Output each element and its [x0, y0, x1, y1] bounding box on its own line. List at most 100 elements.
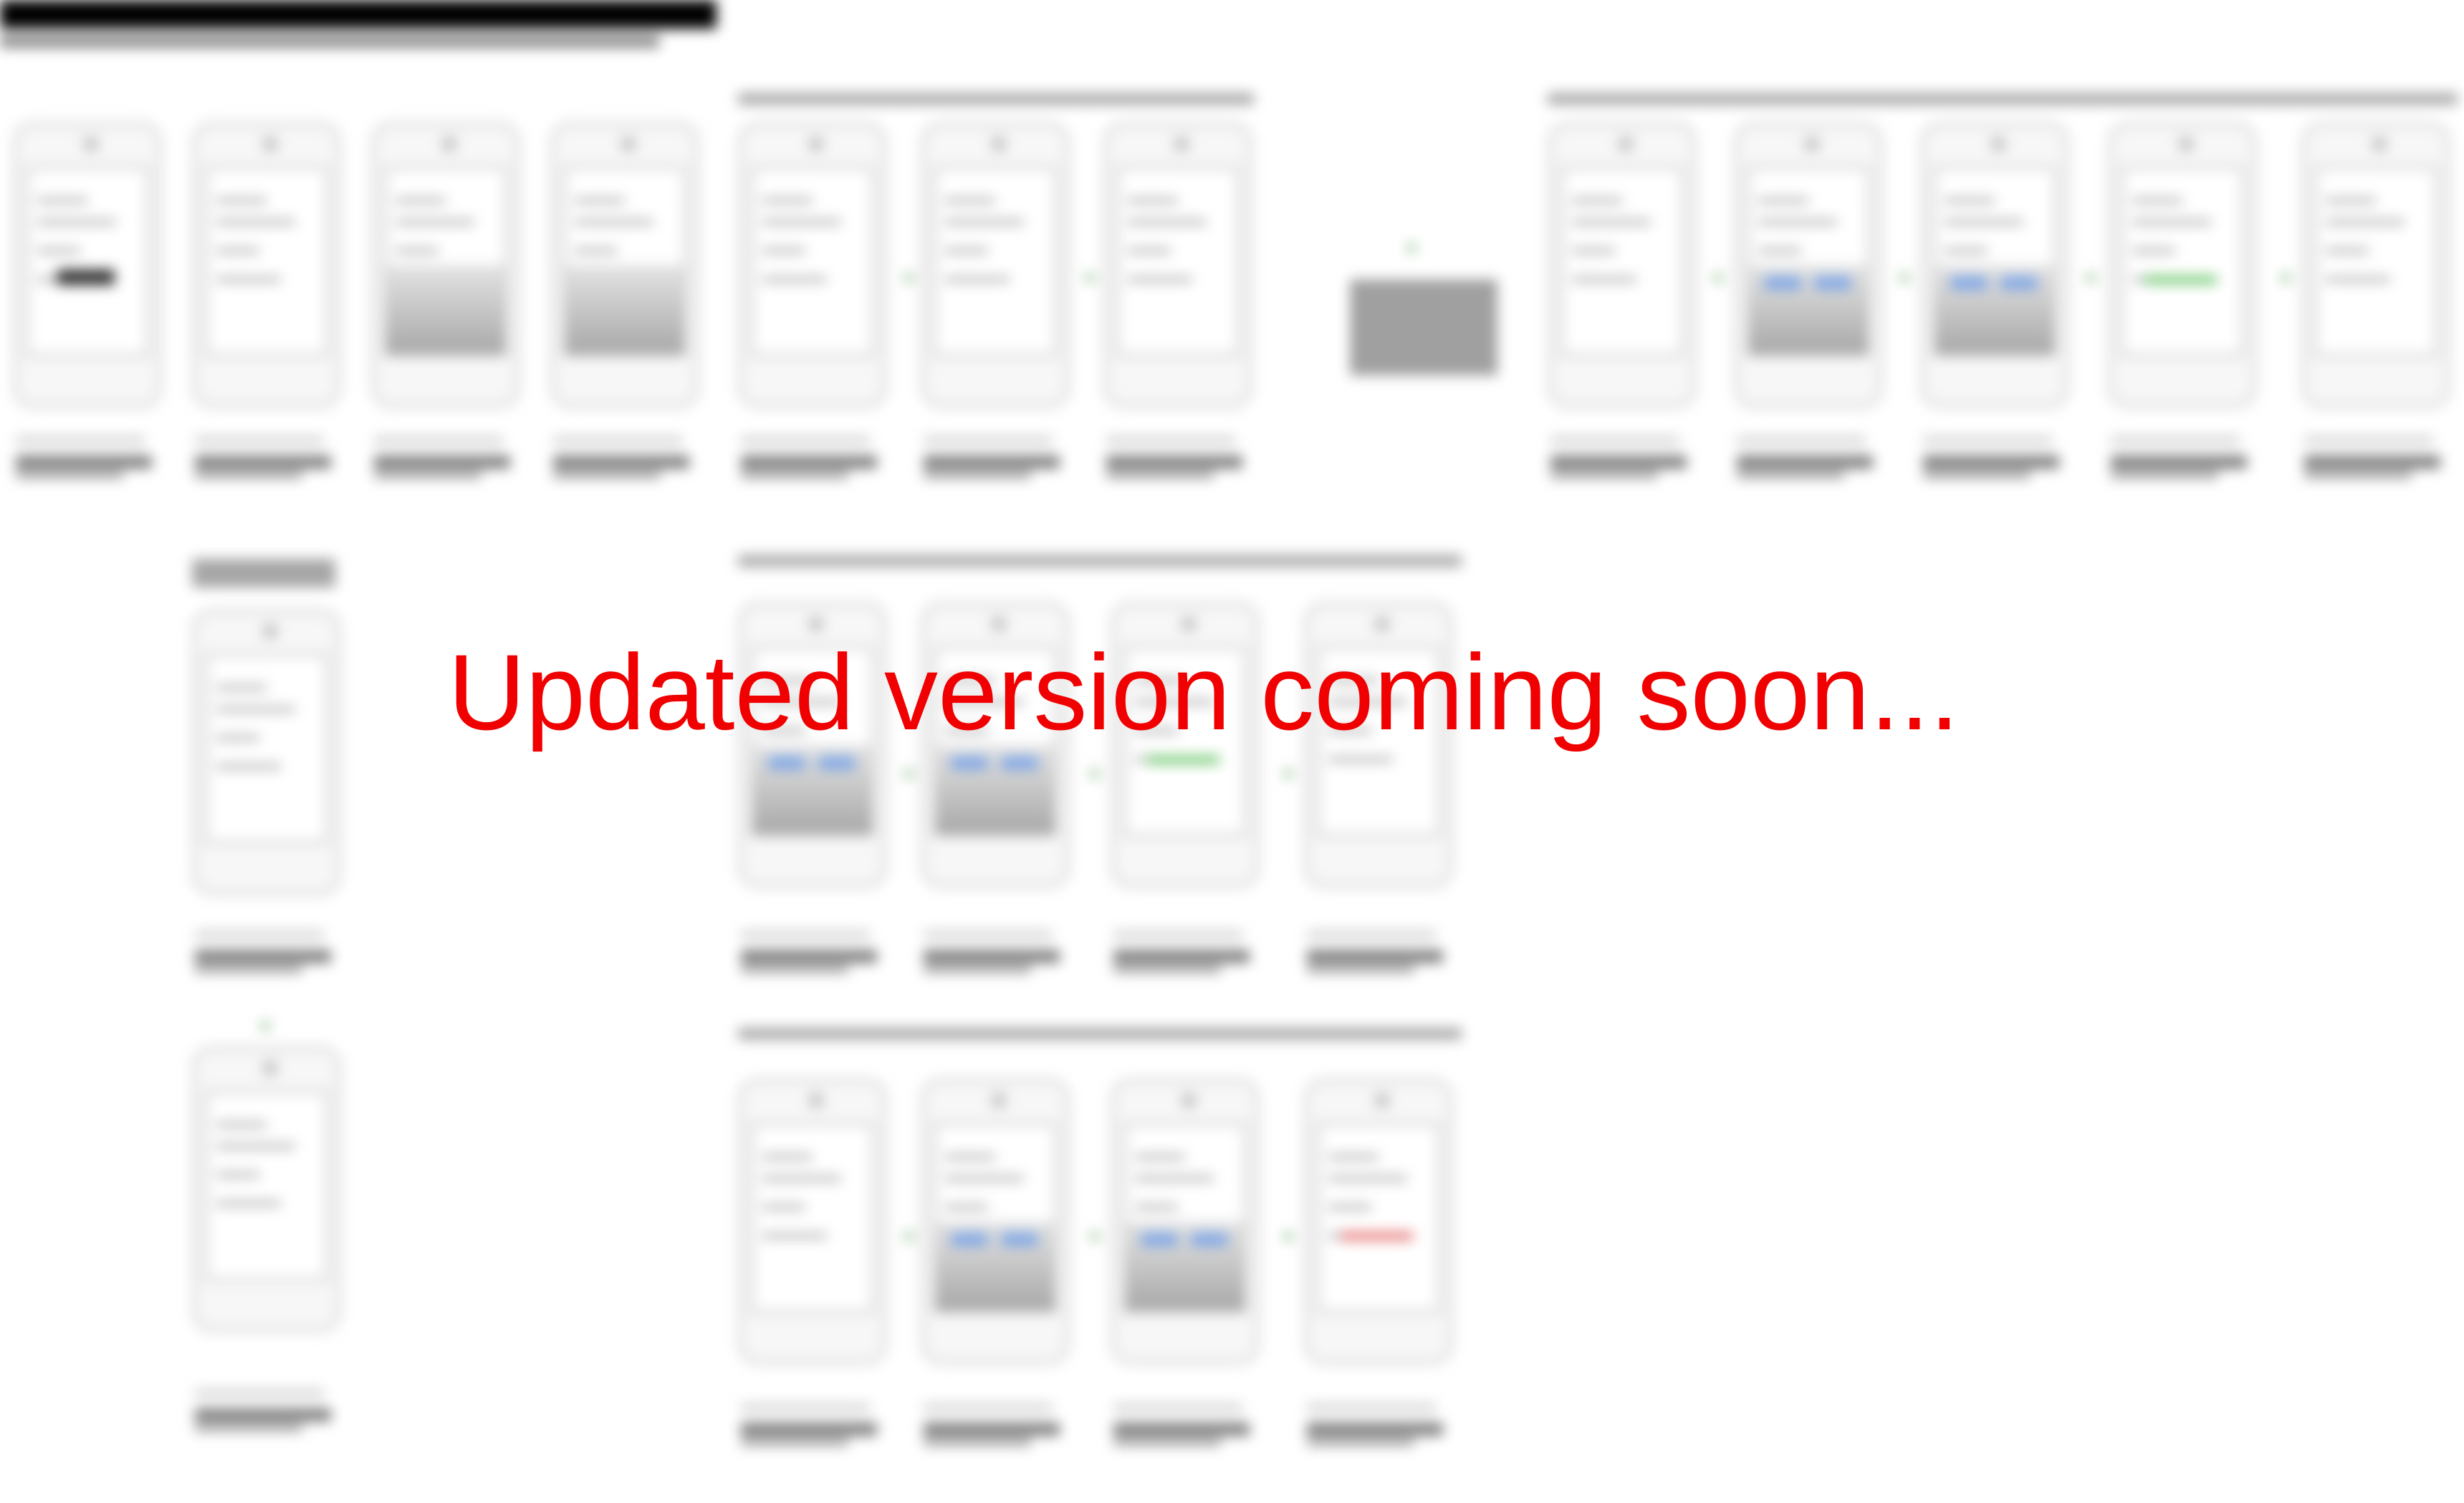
phone-screen [384, 166, 507, 357]
phone-wireframe [738, 1078, 887, 1365]
wireframe-text-line [1328, 1176, 1407, 1181]
wireframe-text-line [1572, 277, 1636, 282]
phone-screen [751, 166, 874, 357]
caption-line [924, 1404, 1053, 1411]
phone-screen [2314, 166, 2437, 357]
screen-caption [13, 437, 156, 483]
caption-line [1113, 931, 1242, 938]
caption-line [195, 437, 324, 443]
wireframe-text-line [1135, 1204, 1178, 1210]
wireframe-text-line [1328, 678, 1379, 683]
caption-line [374, 437, 503, 443]
wireframe-text-line [1135, 678, 1185, 683]
caption-line [195, 1408, 331, 1421]
caption-line [1923, 471, 2031, 479]
screen-caption [192, 1390, 335, 1436]
wireframe-text-line [1135, 1176, 1214, 1181]
caption-line [1307, 1439, 1414, 1446]
wireframe-button [1764, 277, 1801, 289]
caption-line [195, 456, 331, 469]
wireframe-text-line [762, 1154, 812, 1160]
wireframe-text-line [762, 1204, 805, 1210]
screen-caption [738, 931, 881, 977]
phone-wireframe [1548, 122, 1697, 408]
caption-line [741, 437, 870, 443]
screen-caption [1920, 437, 2063, 483]
phone-speaker [808, 1093, 824, 1108]
update-notice: Updated version coming soon... [448, 632, 1960, 752]
phone-speaker [620, 136, 636, 152]
phone-screen [26, 166, 149, 357]
wireframe-text-line [2326, 248, 2369, 254]
phone-screen [205, 166, 328, 357]
phone-screen [1317, 1123, 1440, 1313]
wireframe-text-line [945, 248, 988, 254]
caption-line [374, 456, 510, 469]
wireframe-text-line [1135, 1154, 1185, 1160]
caption-line [1113, 1404, 1242, 1411]
caption-line [16, 471, 123, 479]
phone-speaker [262, 1060, 278, 1076]
wireframe-text-line [1572, 248, 1615, 254]
wireframe-text-line [216, 764, 281, 769]
wireframe-button [1814, 277, 1851, 289]
phone-screen [751, 646, 874, 837]
wireframe-text-line [216, 685, 267, 691]
phone-speaker [2372, 136, 2387, 152]
caption-line [924, 1439, 1031, 1446]
wireframe-text-line [2326, 198, 2376, 203]
caption-line [1106, 471, 1214, 479]
wireframe-text-line [216, 1201, 281, 1206]
wireframe-button [1950, 277, 1988, 289]
caption-line [553, 437, 682, 443]
wireframe-button [818, 757, 855, 769]
caption-line [741, 931, 870, 938]
wireframe-text-line [1328, 1154, 1379, 1160]
wireframe-text-line [216, 706, 295, 712]
caption-line [374, 471, 481, 479]
caption-line [1550, 437, 1679, 443]
flow-arrow [904, 274, 913, 282]
caption-line [741, 1404, 870, 1411]
flow-arrow [1407, 244, 1416, 252]
screen-caption [550, 437, 694, 483]
phone-speaker [991, 616, 1007, 632]
caption-line [741, 950, 877, 963]
phone-screen [563, 166, 686, 357]
group-header-bar [192, 559, 335, 587]
phone-speaker [991, 136, 1007, 152]
wireframe-text-line [945, 1176, 1024, 1181]
screen-caption [738, 437, 881, 483]
phone-speaker [441, 136, 457, 152]
wireframe-text-line [216, 735, 259, 741]
wireframe-text-line [1945, 219, 2023, 225]
success-line [1148, 757, 1219, 763]
wireframe-text-line [1758, 219, 1837, 225]
phone-speaker [1804, 136, 1820, 152]
success-line [2145, 277, 2217, 283]
phone-speaker [1181, 616, 1197, 632]
phone-wireframe [1111, 602, 1260, 888]
wireframe-button [1191, 1233, 1228, 1246]
caption-line [1307, 950, 1443, 963]
wireframe-text-line [762, 699, 841, 705]
wireframe-text-line [396, 198, 446, 203]
flow-arrow [1090, 1232, 1099, 1241]
screen-caption [1111, 1404, 1254, 1450]
wireframe-text-line [1128, 219, 1207, 225]
screen-caption [1734, 437, 1877, 483]
caption-line [1113, 966, 1221, 973]
screen-caption [1103, 437, 1247, 483]
wireframe-text-line [1128, 277, 1192, 282]
caption-line [195, 471, 302, 479]
flow-arrow [2086, 274, 2095, 282]
wireframe-text-line [1945, 198, 1995, 203]
wireframe-text-line [396, 219, 474, 225]
wireframe-text-line [37, 198, 87, 203]
group-header-bar [1548, 93, 2458, 105]
caption-line [1113, 1423, 1250, 1436]
group-header-bar [738, 555, 1462, 567]
caption-line [2304, 471, 2412, 479]
wireframe-text-line [2132, 219, 2211, 225]
caption-line [1106, 437, 1235, 443]
